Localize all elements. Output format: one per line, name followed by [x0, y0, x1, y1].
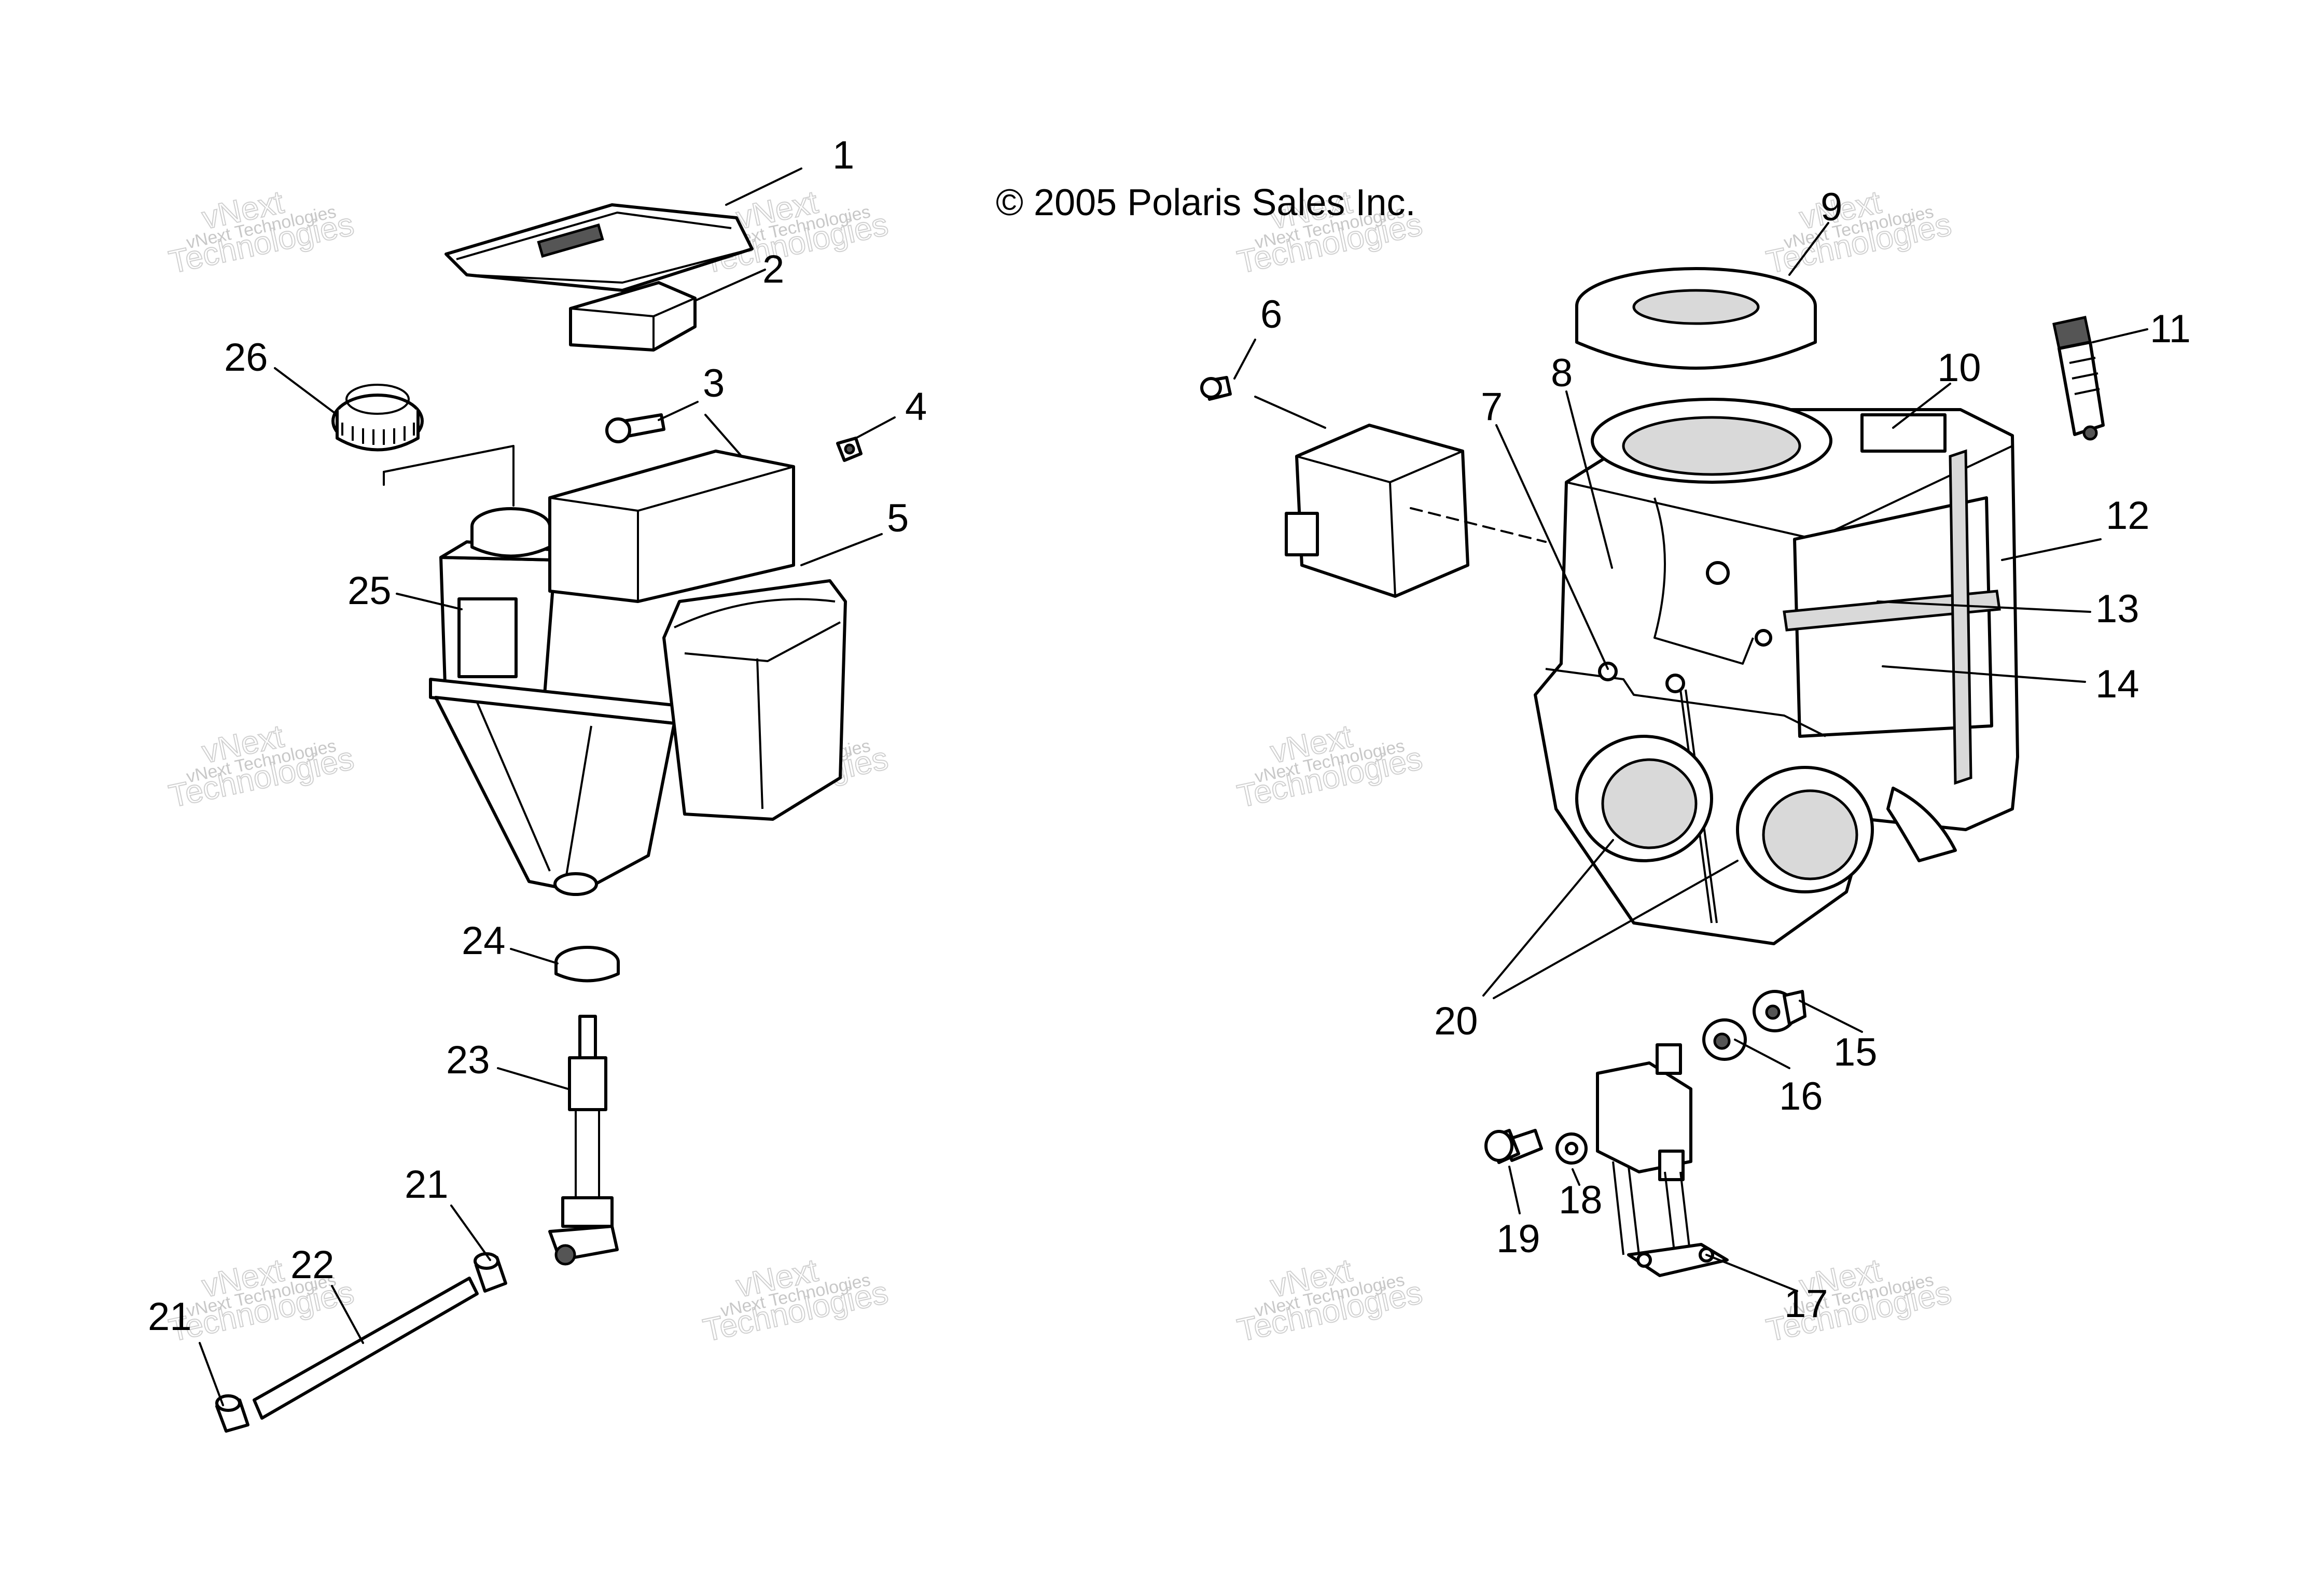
callout-12: 12: [2106, 494, 2150, 538]
callout-14: 14: [2095, 662, 2139, 706]
leader-24: [510, 948, 559, 964]
leader-23: [497, 1067, 569, 1090]
callout-26: 26: [224, 335, 268, 380]
callout-21-upper: 21: [405, 1163, 449, 1207]
part-26-fill-cap: [331, 384, 424, 452]
part-3-bolt: [605, 413, 665, 443]
watermark: vNext Technologies vNext Technologies: [165, 718, 357, 815]
copyright-text: © 2005 Polaris Sales Inc.: [996, 182, 1415, 223]
callout-2: 2: [762, 247, 784, 291]
leader-lines: [199, 167, 2148, 1406]
leader-15: [1799, 1000, 1863, 1033]
leader-21-upper: [450, 1205, 491, 1261]
watermark: vNext Technologies vNext Technologies: [1234, 718, 1426, 815]
leader-25: [396, 593, 463, 610]
airbox-housing: [1534, 398, 2019, 945]
part-4-nut: [836, 437, 863, 462]
callout-20: 20: [1434, 999, 1478, 1043]
callout-13: 13: [2095, 587, 2139, 631]
part-17-coil-bracket: [1596, 1043, 1729, 1277]
leader-4: [855, 416, 896, 439]
leader-12: [2001, 538, 2102, 561]
callout-7: 7: [1481, 385, 1503, 429]
leader-10: [1892, 383, 1951, 429]
callout-6: 6: [1260, 292, 1282, 337]
part-25-oil-tank: [429, 507, 676, 896]
oil-tank-assembly: [215, 203, 863, 1433]
callout-1: 1: [832, 133, 854, 177]
leader-11: [2092, 328, 2148, 343]
callout-18: 18: [1559, 1178, 1603, 1222]
callout-24: 24: [462, 919, 506, 963]
leader-13: [1877, 600, 2091, 613]
callout-19: 19: [1496, 1217, 1540, 1261]
callout-15: 15: [1833, 1030, 1878, 1074]
leader-16: [1734, 1039, 1790, 1069]
watermark: vNext Technologies vNext Technologies: [165, 184, 357, 281]
callout-10: 10: [1937, 346, 1981, 390]
watermark: vNext Technologies vNext Technologies: [1234, 1252, 1426, 1349]
callout-5: 5: [887, 496, 909, 540]
part-22-hose: [253, 1277, 479, 1420]
leader-7: [1495, 424, 1609, 670]
callout-numbers: 1 2 3 4 5 6 7 8 9 10 11 12 13 14 15 16 1…: [148, 133, 2191, 1339]
callout-3: 3: [703, 361, 725, 405]
leader-26: [274, 367, 338, 416]
callout-8: 8: [1551, 351, 1573, 395]
leader-19: [1508, 1166, 1521, 1214]
callout-17: 17: [1784, 1282, 1828, 1326]
watermark: vNext Technologies vNext Technologies: [1763, 184, 1955, 281]
part-23-level-sensor: [548, 1015, 619, 1266]
watermark: vNext Technologies vNext Technologies: [700, 1252, 892, 1349]
leader-21-lower: [199, 1342, 224, 1406]
part-11-clip: [2052, 316, 2105, 441]
leader-1: [725, 167, 802, 206]
leader-22: [331, 1285, 364, 1344]
part-15-grommet: [1753, 990, 1806, 1032]
leader-2: [694, 269, 766, 302]
leader-20b: [1493, 860, 1739, 999]
leader-9: [1788, 222, 1829, 276]
part-1-battery-cover: [444, 203, 754, 292]
callout-11: 11: [2150, 307, 2191, 351]
leader-14: [1882, 665, 2086, 683]
airbox-assembly: [1200, 267, 2105, 1277]
callout-23: 23: [446, 1038, 490, 1082]
part-24-grommet: [554, 946, 620, 983]
electronic-module: [1285, 424, 1547, 598]
leader-3: [658, 401, 699, 421]
callout-9: 9: [1820, 185, 1842, 229]
part-21-hose-fitting-lower: [215, 1394, 249, 1433]
leader-8: [1565, 390, 1613, 569]
callout-22: 22: [290, 1243, 335, 1287]
part-6-screw: [1200, 376, 1232, 401]
callout-25: 25: [348, 569, 392, 613]
part-16-nut: [1702, 1018, 1747, 1061]
leader-17: [1705, 1254, 1798, 1292]
part-2-foam-pad: [569, 281, 697, 352]
callout-21-lower: 21: [148, 1295, 192, 1339]
leader-20a: [1482, 839, 1614, 997]
leader-3b: [704, 414, 743, 457]
leader-5: [800, 533, 883, 566]
leader-26b: [383, 445, 515, 507]
leader-6: [1233, 339, 1256, 380]
leader-18: [1572, 1168, 1580, 1186]
part-9-foam-ring: [1575, 267, 1817, 370]
part-18-washer: [1555, 1132, 1588, 1165]
part-5-battery-box: [548, 450, 847, 821]
part-19-bolt: [1484, 1129, 1543, 1164]
part-21-hose-fitting-upper: [474, 1252, 507, 1293]
callout-4: 4: [905, 385, 927, 429]
callout-16: 16: [1779, 1074, 1823, 1118]
leader-6b: [1254, 396, 1326, 429]
